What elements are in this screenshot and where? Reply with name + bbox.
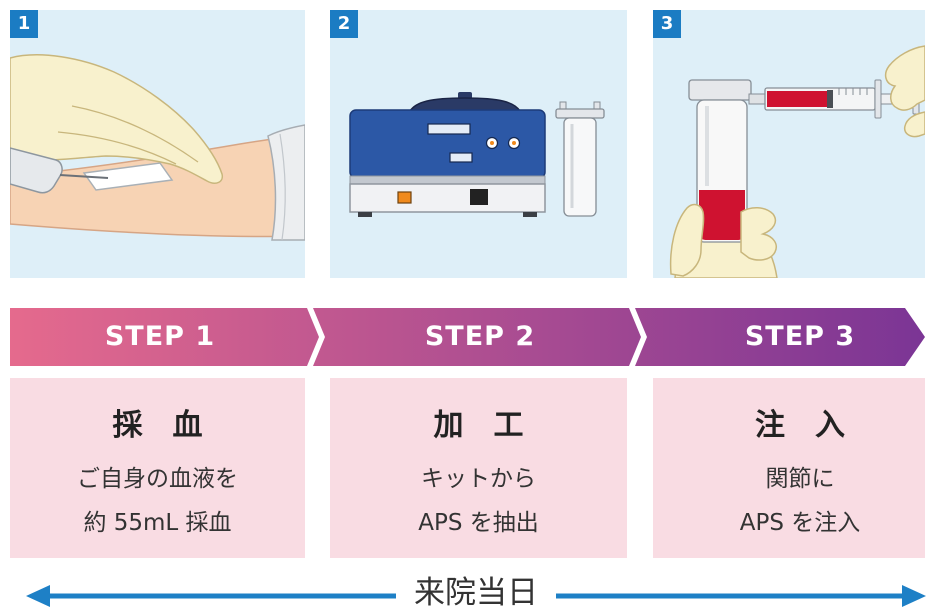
step-1-description-box: 採 血 ご自身の血液を 約 55mL 採血: [10, 378, 305, 558]
step-1-chevron: [10, 308, 319, 366]
step-2-description-box: 加 工 キットから APS を抽出: [330, 378, 627, 558]
right-arrowhead-icon: [902, 585, 926, 607]
thumb: [669, 203, 705, 277]
centrifuge-base: [349, 183, 546, 213]
step-2-chevron: [313, 308, 641, 366]
gauze-pad: [82, 162, 174, 191]
step-progress-bar: [10, 308, 925, 366]
centrifuge: [349, 92, 546, 217]
step-3-description-line-2: APS を注入: [739, 510, 861, 536]
step-2-badge: 2: [330, 10, 358, 38]
step-3-panel: 3: [653, 10, 925, 278]
gloved-hand: [10, 54, 224, 184]
aps-tube: [688, 79, 752, 243]
gloved-hand-upper: [884, 45, 925, 138]
sleeve: [267, 124, 305, 241]
step-3-title: 注 入: [755, 408, 845, 443]
step-2-panel: 2: [330, 10, 627, 278]
step-1-description-line-2: 約 55mL 採血: [83, 510, 232, 536]
syringe-blood: [767, 91, 827, 107]
gloved-hand-lower: [669, 203, 777, 277]
tube-cap: [688, 79, 752, 101]
step-3-label: STEP 3: [744, 321, 856, 352]
step-2-title: 加 工: [433, 408, 524, 443]
switch: [470, 189, 488, 205]
left-arrowhead-icon: [26, 585, 50, 607]
step-1-panel: 1: [10, 10, 305, 278]
needle-holder: [10, 147, 109, 194]
step-1-title: 採 血: [112, 408, 203, 443]
step-3-badge: 3: [653, 10, 681, 38]
step-3-description-box: 注 入 関節に APS を注入: [653, 378, 925, 558]
display-lower: [449, 152, 473, 163]
step-3-chevron: [635, 308, 925, 366]
step-1-label: STEP 1: [104, 321, 216, 352]
fingers: [740, 207, 777, 261]
step-1-description-line-1: ご自身の血液を: [77, 466, 238, 492]
step-1-badge: 1: [10, 10, 38, 38]
step-2-description-line-2: APS を抽出: [418, 510, 539, 536]
step-2-label: STEP 2: [424, 321, 536, 352]
step-3-description-line-1: 関節に: [765, 466, 835, 492]
centrifuge-lid: [408, 97, 522, 112]
step-2-description-line-1: キットから: [421, 466, 536, 492]
tube-blood: [699, 190, 745, 240]
needle: [59, 174, 109, 179]
injection-icon: [669, 45, 925, 278]
display-upper: [427, 123, 471, 135]
power-button: [397, 191, 412, 204]
centrifuge-icon: [349, 92, 605, 217]
timeline-label: 来院当日: [396, 576, 556, 610]
sample-tube: [555, 101, 605, 217]
blood-draw-icon: [10, 54, 305, 241]
